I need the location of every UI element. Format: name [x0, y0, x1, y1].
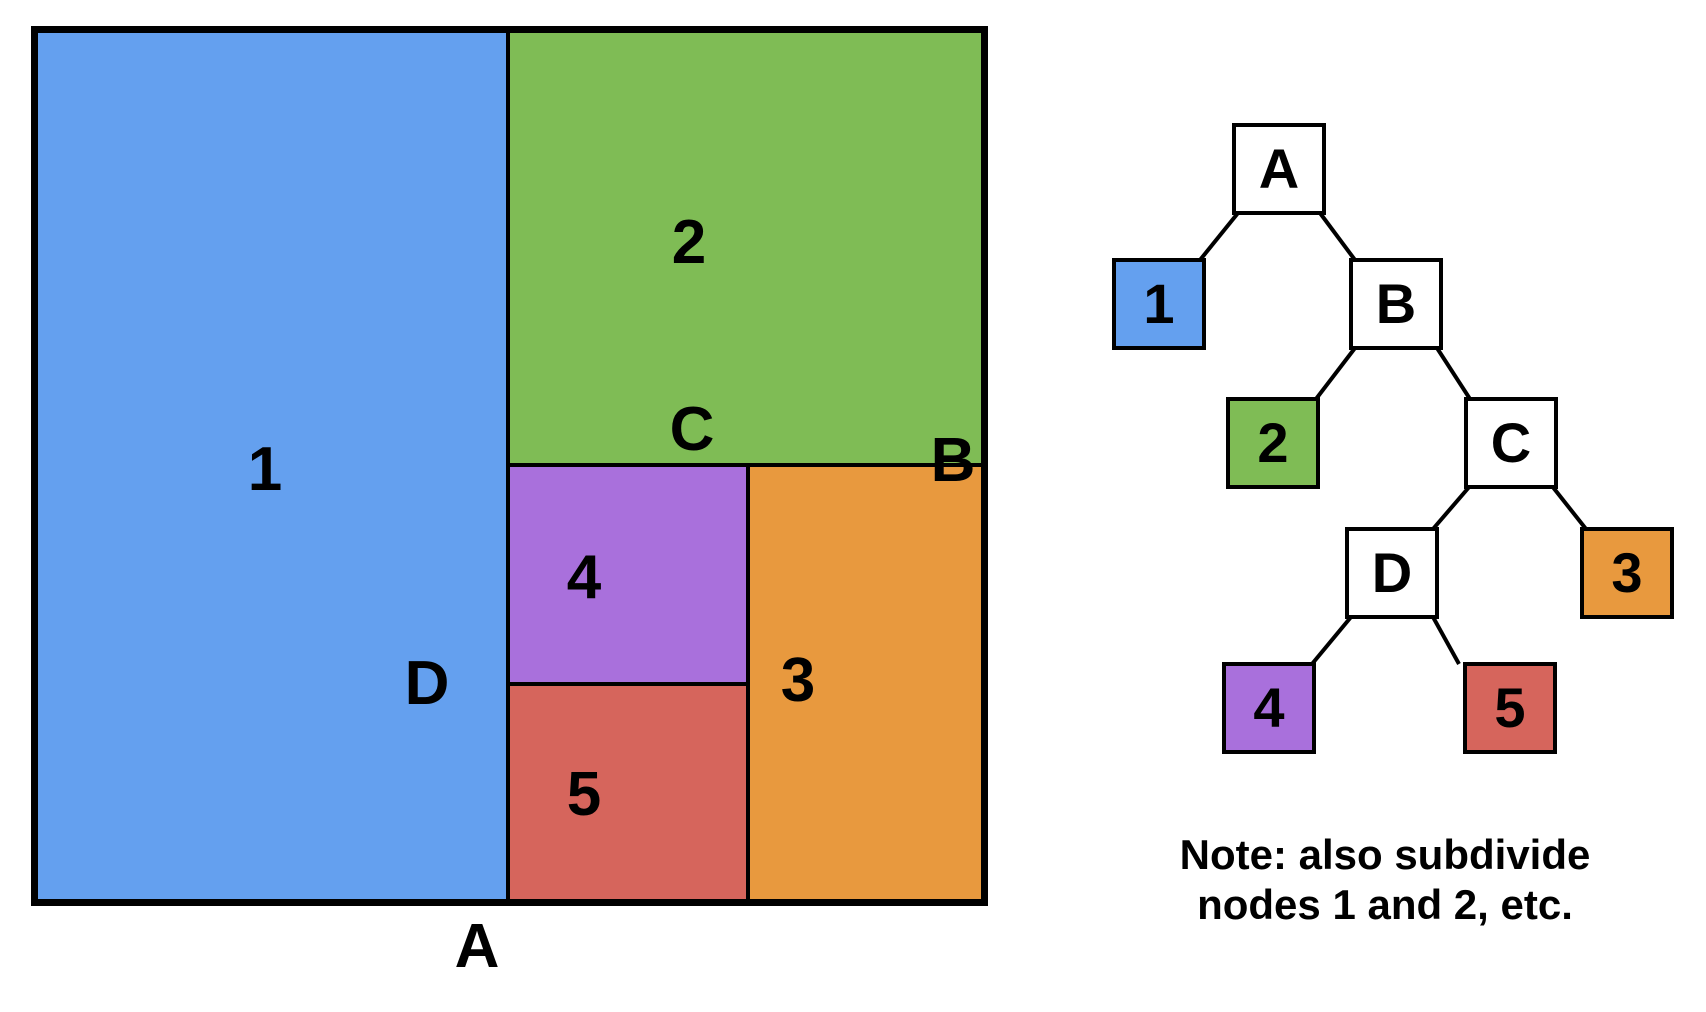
- note-line-2: nodes 1 and 2, etc.: [1197, 881, 1573, 928]
- tree-node-3-label: 3: [1611, 541, 1643, 604]
- split-label-D: D: [404, 649, 450, 718]
- treemap-region-2: [508, 31, 983, 465]
- tree-node-1-label: 1: [1143, 272, 1175, 335]
- treemap-region-3: [748, 465, 983, 901]
- tree-node-4: 4: [1222, 662, 1316, 754]
- tree-node-A-label: A: [1258, 137, 1300, 200]
- split-label-C: C: [669, 395, 715, 464]
- tree-node-C: C: [1464, 397, 1558, 489]
- tree-node-D-label: D: [1371, 541, 1413, 604]
- tree-edge-A-B: [1318, 211, 1357, 262]
- tree-edge-D-4: [1310, 615, 1353, 666]
- tree-edge-B-2: [1314, 346, 1357, 401]
- note-line-1: Note: also subdivide: [1179, 831, 1591, 878]
- tree-node-5-label: 5: [1494, 676, 1526, 739]
- tree-edge-B-C: [1435, 346, 1472, 401]
- tree-edge-C-D: [1431, 484, 1472, 531]
- region-label-4: 4: [566, 543, 602, 612]
- tree-node-3: 3: [1580, 527, 1674, 619]
- tree-node-4-label: 4: [1253, 676, 1285, 739]
- treemap-square: 1 2 3 4 5 A B C D: [31, 26, 988, 978]
- treemap-region-4: [508, 465, 748, 684]
- tree-node-B-label: B: [1375, 272, 1417, 335]
- tree-edge-D-5: [1431, 616, 1461, 665]
- tree-node-2-label: 2: [1257, 411, 1289, 474]
- tree-edge-C-3: [1550, 484, 1588, 531]
- tree-edge-A-1: [1198, 211, 1240, 262]
- tree-node-C-label: C: [1490, 411, 1532, 474]
- tree-node-2: 2: [1226, 397, 1320, 489]
- tree-node-1: 1: [1112, 258, 1206, 350]
- tree-node-5: 5: [1463, 662, 1557, 754]
- split-label-B: B: [930, 426, 976, 495]
- region-label-3: 3: [780, 646, 816, 715]
- treemap-region-1: [36, 31, 508, 901]
- region-label-5: 5: [566, 760, 602, 829]
- tree-node-B: B: [1349, 258, 1443, 350]
- split-label-A: A: [454, 912, 500, 981]
- note-text: Note: also subdivide nodes 1 and 2, etc.: [1070, 830, 1700, 930]
- treemap-region-5: [508, 684, 748, 901]
- region-label-1: 1: [247, 435, 283, 504]
- tree-node-D: D: [1345, 527, 1439, 619]
- tree-node-A: A: [1232, 123, 1326, 215]
- region-label-2: 2: [671, 208, 707, 277]
